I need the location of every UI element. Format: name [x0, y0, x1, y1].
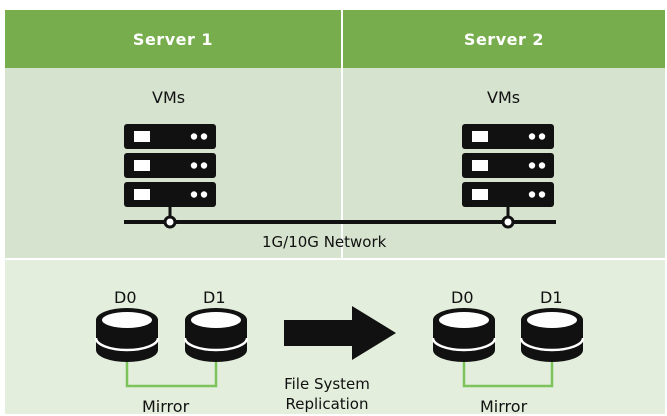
- server-1-vms-label: VMs: [152, 88, 186, 107]
- mirror-link-2: [462, 362, 554, 388]
- right-arrow-icon: [284, 306, 396, 360]
- disk-icon: [519, 308, 585, 362]
- server-divider: [341, 68, 343, 258]
- disk-icon: [183, 308, 249, 362]
- server-1-mirror-label: Mirror: [142, 397, 190, 416]
- server-rack-icon: [124, 124, 216, 229]
- server-1-header: Server 1: [5, 10, 341, 68]
- server-1-disk-1-label: D1: [203, 288, 226, 307]
- mirror-link-1: [125, 362, 218, 388]
- server-rack-icon: [462, 124, 554, 229]
- server-2-disk-1-label: D1: [540, 288, 563, 307]
- disk-icon: [94, 308, 160, 362]
- server-2-header: Server 2: [343, 10, 665, 68]
- server-1-disk-0-label: D0: [114, 288, 137, 307]
- network-label: 1G/10G Network: [262, 233, 387, 251]
- server-area-background: [5, 68, 665, 258]
- server-2-mirror-label: Mirror: [480, 397, 528, 416]
- replication-label: File System Replication: [284, 375, 370, 413]
- server-2-disk-0-label: D0: [451, 288, 474, 307]
- server-2-vms-label: VMs: [487, 88, 521, 107]
- disk-icon: [431, 308, 497, 362]
